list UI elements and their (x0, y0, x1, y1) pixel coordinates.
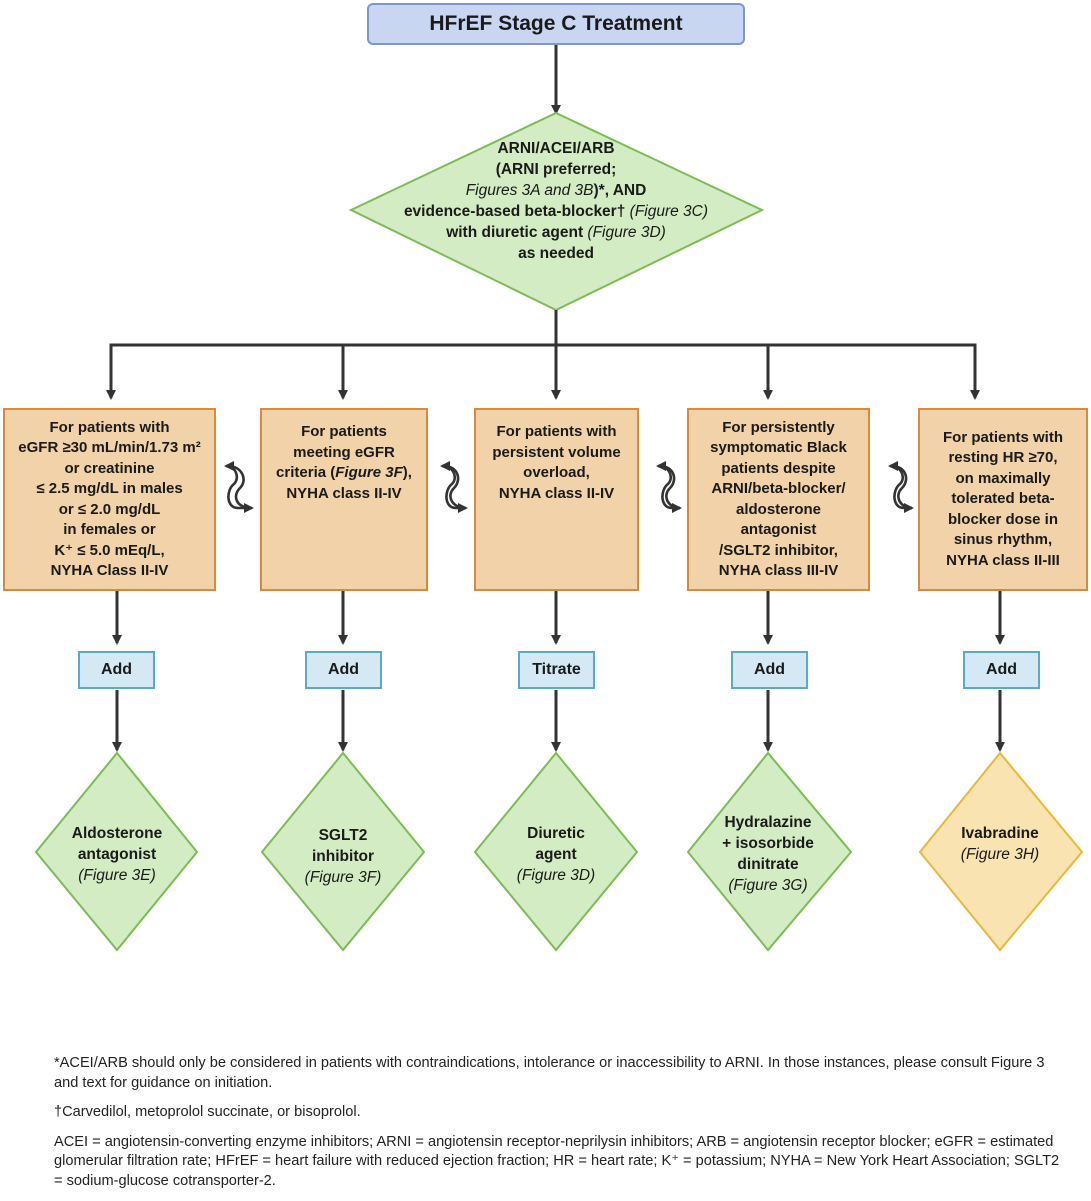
criteria-box-ivabradine: For patients with resting HR ≥70, on max… (918, 408, 1088, 591)
criteria-box-hydralazine: For persistently symptomatic Black patie… (687, 408, 870, 591)
center-line-5: with diuretic agent (Figure 3D) (446, 224, 666, 241)
criteria-line: NYHA class II-IV (286, 484, 402, 502)
criteria-line: For patients (301, 423, 387, 440)
criteria-line: NYHA class II-III (946, 551, 1060, 569)
drug-label-sglt2: SGLT2 inhibitor (Figure 3F) (304, 827, 382, 886)
drug-label-aldosterone: Aldosterone antagonist (Figure 3E) (71, 825, 163, 884)
action-box-3: Titrate (518, 651, 595, 689)
center-line-2: (ARNI preferred; (495, 161, 617, 178)
title-box: HFrEF Stage C Treatment (367, 3, 745, 45)
drug-label-diuretic: Diuretic agent (Figure 3D) (516, 825, 596, 884)
center-therapy-text: ARNI/ACEI/ARB (ARNI preferred; Figures 3… (371, 138, 741, 264)
drug-label-hydralazine: Hydralazine + isosorbide dinitrate (Figu… (722, 814, 814, 894)
criteria-box-aldosterone: For patients with eGFR ≥30 mL/min/1.73 m… (3, 408, 216, 591)
action-box-5: Add (963, 651, 1040, 689)
center-line-4: evidence-based beta-blocker† (Figure 3C) (403, 203, 709, 220)
criteria-line: criteria (Figure 3F), (276, 464, 412, 481)
center-line-6: as needed (518, 245, 594, 262)
criteria-line: meeting eGFR (293, 443, 395, 461)
criteria-line: in females or (63, 521, 156, 538)
footnote-star: *ACEI/ARB should only be considered in p… (54, 1055, 1045, 1091)
footnote-dagger: †Carvedilol, metoprolol succinate, or bi… (54, 1104, 361, 1120)
center-line-1: ARNI/ACEI/ARB (497, 140, 615, 157)
action-box-1: Add (78, 651, 155, 689)
drug-diamond-diuretic (473, 751, 639, 952)
criteria-line: symptomatic Black (710, 439, 847, 456)
action-box-2: Add (305, 651, 382, 689)
criteria-line: For persistently (722, 418, 835, 436)
criteria-line: or ≤ 2.0 mg/dL (58, 500, 161, 518)
drug-label-ivabradine: Ivabradine (Figure 3H) (960, 825, 1040, 863)
criteria-line: patients despite (721, 459, 836, 477)
footnotes: *ACEI/ARB should only be considered in p… (54, 1054, 1064, 1201)
criteria-line: on maximally (955, 469, 1051, 487)
criteria-line: tolerated beta- (951, 490, 1055, 508)
criteria-line: eGFR ≥30 mL/min/1.73 m² (18, 439, 201, 456)
s-connector-2-3 (440, 461, 468, 513)
action-box-4: Add (731, 651, 808, 689)
criteria-box-sglt2: For patients meeting eGFR criteria (Figu… (260, 408, 428, 591)
drug-diamond-ivabradine (918, 751, 1084, 952)
criteria-line: blocker dose in (947, 510, 1059, 528)
criteria-line: ≤ 2.5 mg/dL in males (36, 480, 183, 497)
criteria-line: NYHA class II-IV (498, 484, 615, 502)
criteria-line: NYHA class III-IV (718, 562, 839, 579)
drug-diamond-hydralazine (686, 751, 853, 952)
criteria-line: For patients with (496, 423, 617, 440)
drug-diamond-aldosterone (34, 751, 199, 952)
s-connector-4-5 (888, 461, 914, 513)
criteria-line: /SGLT2 inhibitor, (719, 541, 838, 559)
criteria-line: or creatinine (64, 459, 155, 477)
criteria-box-diuretic: For patients with persistent volume over… (474, 408, 639, 591)
criteria-line: overload, (523, 464, 590, 481)
criteria-line: ARNI/beta-blocker/ (711, 480, 846, 497)
criteria-line: K⁺ ≤ 5.0 mEq/L, (54, 541, 165, 559)
criteria-line: For patients with (49, 418, 170, 436)
criteria-line: sinus rhythm, (953, 531, 1053, 549)
criteria-line: resting HR ≥70, (948, 449, 1058, 467)
s-connector-3-4 (656, 461, 682, 513)
criteria-line: For patients with (943, 428, 1063, 446)
branch-bar (109, 343, 977, 398)
criteria-line: NYHA Class II-IV (50, 562, 169, 579)
s-connector-1-2 (224, 461, 254, 513)
criteria-line: aldosterone antagonist (735, 500, 822, 539)
footnote-abbreviations: ACEI = angiotensin-converting enzyme inh… (54, 1133, 1060, 1189)
page-title: HFrEF Stage C Treatment (429, 12, 683, 35)
drug-diamond-sglt2 (260, 751, 426, 952)
criteria-line: persistent volume (492, 443, 621, 461)
center-line-3: Figures 3A and 3B)*, AND (465, 182, 647, 199)
